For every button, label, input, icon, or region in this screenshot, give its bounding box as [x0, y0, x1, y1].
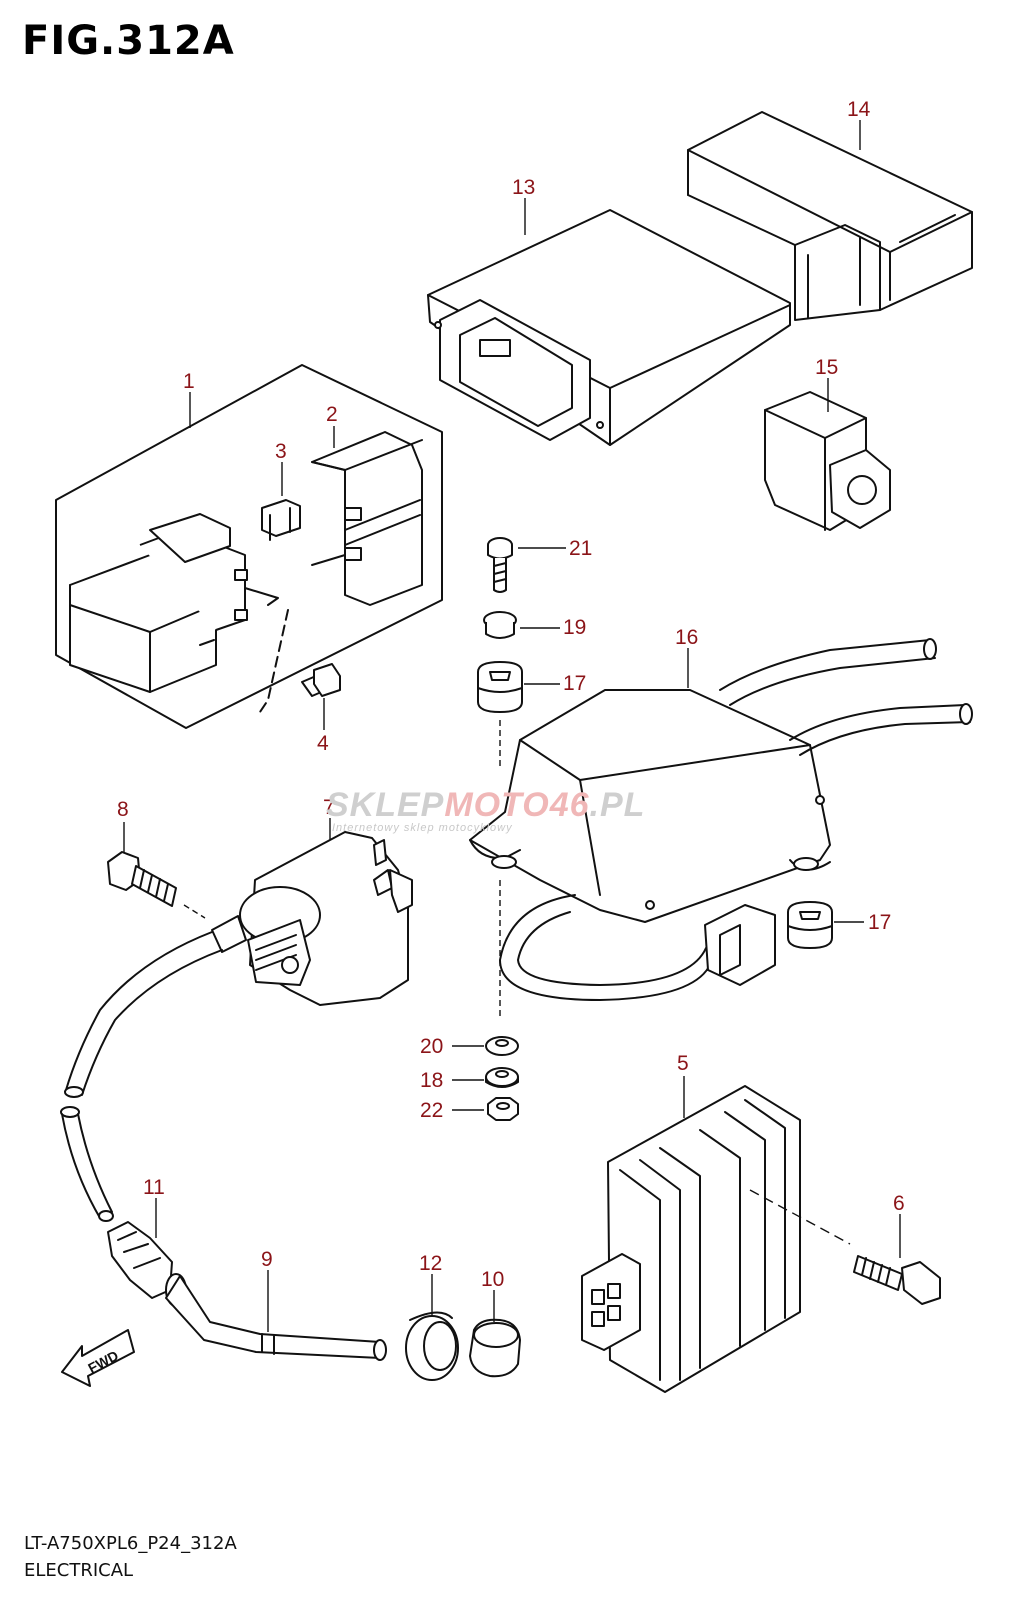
- part-4-screw: [301, 663, 341, 697]
- callout-15: 15: [815, 356, 838, 379]
- callout-21: 21: [569, 537, 592, 560]
- callout-20: 20: [420, 1035, 443, 1058]
- figure-title: FIG.312A: [22, 18, 235, 64]
- part-18-washer: [485, 1067, 519, 1088]
- part-14-ecm-holder: [687, 111, 973, 321]
- part-8-axis-line: [183, 904, 206, 919]
- part-17-grommet-upper: [477, 661, 523, 713]
- callout-5: 5: [677, 1052, 689, 1075]
- callout-2: 2: [326, 403, 338, 426]
- watermark-part3: .PL: [589, 786, 646, 824]
- part-1-group-box: [55, 364, 443, 729]
- part-16-control-unit: [469, 638, 973, 1001]
- part-11-plug-cap: [107, 1221, 173, 1299]
- watermark-part1: SKLEP: [326, 786, 445, 824]
- part-20-washer: [485, 1036, 519, 1056]
- callout-19: 19: [563, 616, 586, 639]
- footer-model-code: LT-A750XPL6_P24_312A: [24, 1533, 237, 1554]
- callout-7: 7: [323, 796, 335, 819]
- part-1-dashed-line: [257, 609, 289, 716]
- watermark-logo: SKLEPMOTO46.PL: [326, 786, 645, 825]
- callout-10: 10: [481, 1268, 504, 1291]
- callout-6: 6: [893, 1192, 905, 1215]
- callout-4: 4: [317, 732, 329, 755]
- callout-12: 12: [419, 1252, 442, 1275]
- part-12-seal: [405, 1311, 459, 1381]
- part-5-regulator-rectifier: [581, 1085, 801, 1393]
- part-17-grommet-lower: [787, 901, 833, 949]
- part-21-bolt: [487, 537, 513, 593]
- callout-13: 13: [512, 176, 535, 199]
- callout-17-upper: 17: [563, 672, 586, 695]
- part-3-fuse: [261, 499, 301, 541]
- part-10-sleeve: [469, 1318, 521, 1378]
- callout-11: 11: [143, 1176, 165, 1199]
- callout-labels: 1 2 3 4 5 6 7 8 9 10 11 12 13 14 15 16 1…: [117, 98, 905, 1291]
- watermark-part2: MOTO46: [444, 786, 590, 824]
- watermark-tagline: Internetowy sklep motocyklowy: [332, 822, 513, 834]
- part-22-nut: [487, 1097, 519, 1121]
- part-7-ignition-coil: [60, 831, 413, 1222]
- part-6-axis-line: [749, 1189, 851, 1245]
- part-19-collar: [483, 611, 517, 639]
- callout-8: 8: [117, 798, 129, 821]
- callout-14: 14: [847, 98, 871, 121]
- callout-18: 18: [420, 1069, 443, 1092]
- leader-lines: [123, 120, 901, 1332]
- part-1-starter-relay: [69, 513, 279, 693]
- callout-16: 16: [675, 626, 698, 649]
- part-6-bolt: [853, 1255, 941, 1305]
- footer-section-title: ELECTRICAL: [24, 1560, 134, 1581]
- part-13-ecm: [427, 209, 791, 446]
- part-8-bolt: [107, 851, 177, 907]
- part-9-spark-plug-cap: [165, 1273, 387, 1361]
- callout-22: 22: [420, 1099, 443, 1122]
- part-15-connector: [764, 391, 891, 531]
- callout-17-lower: 17: [868, 911, 891, 934]
- callout-9: 9: [261, 1248, 273, 1271]
- part-2-relay-cover: [311, 431, 423, 606]
- callout-1: 1: [183, 370, 195, 393]
- callout-3: 3: [275, 440, 287, 463]
- fwd-arrow-icon: [61, 1329, 135, 1387]
